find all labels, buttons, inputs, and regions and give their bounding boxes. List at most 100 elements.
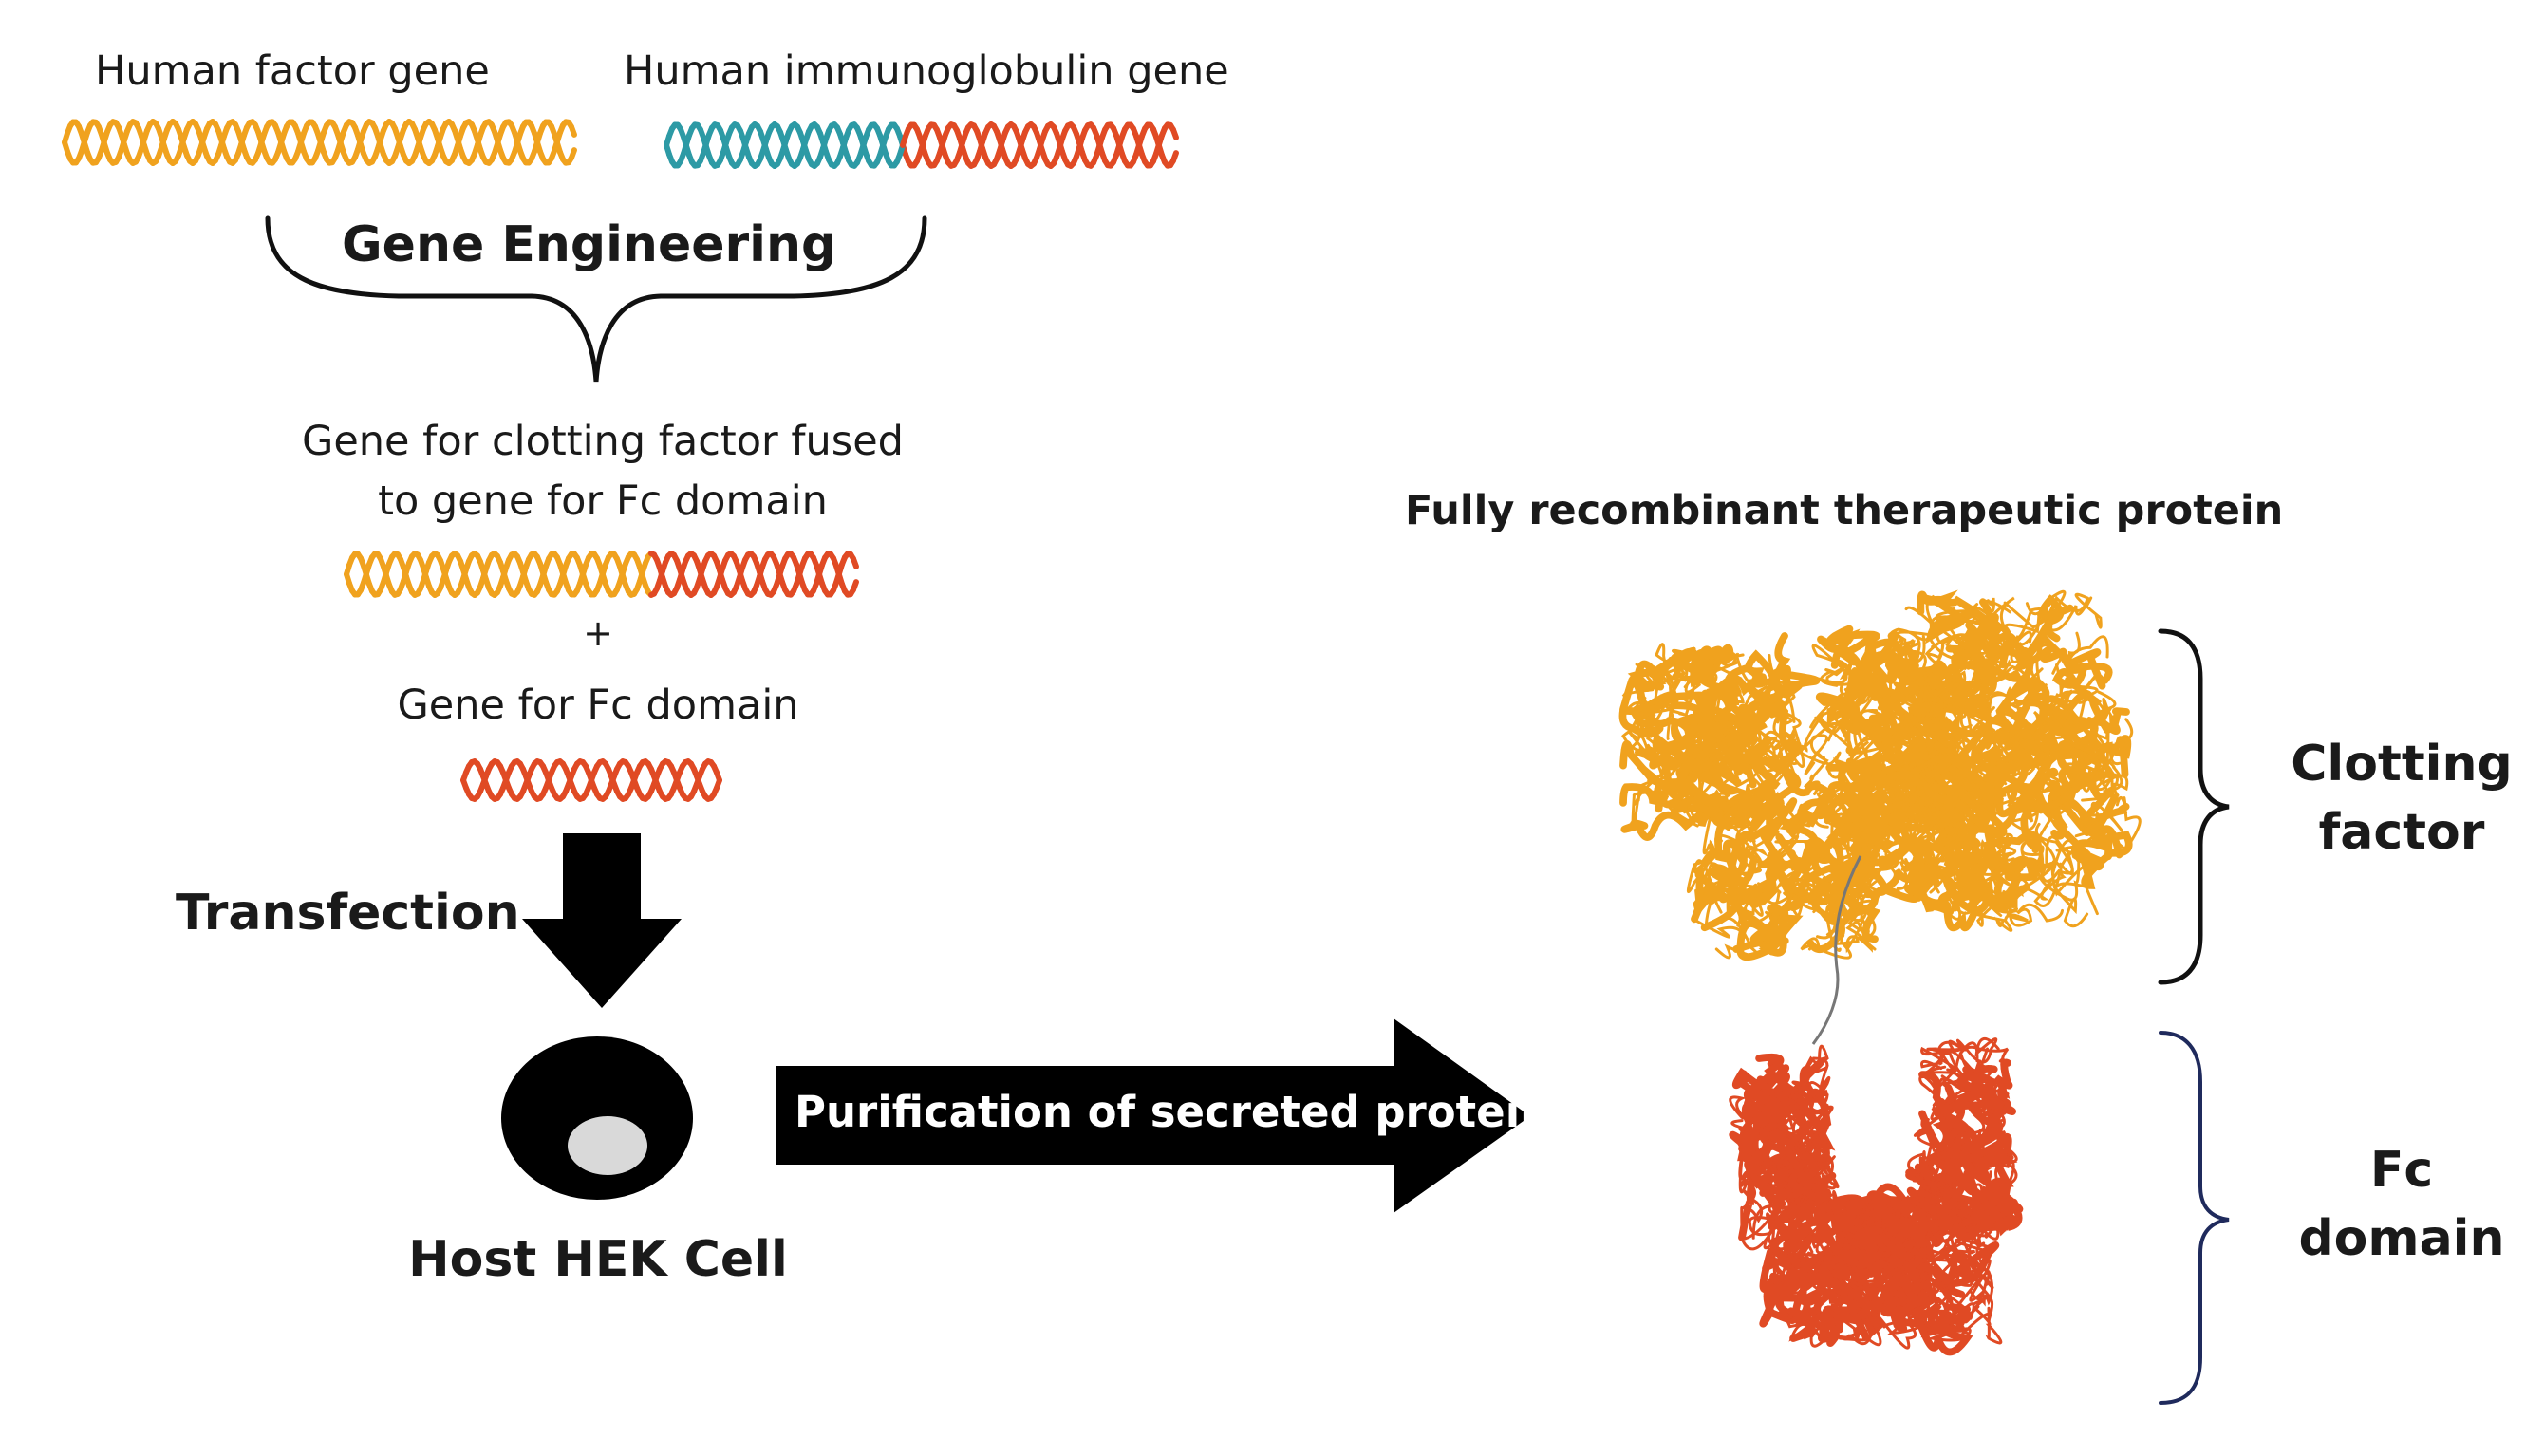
protein-ribbon [1910, 752, 1983, 793]
protein-ribbon [1901, 682, 1957, 737]
fc-gene-label: Gene for Fc domain [397, 681, 799, 729]
protein-ribbon [1931, 1096, 1995, 1164]
protein-ribbon [1834, 813, 1883, 849]
purification-label: Purification of secreted protein [795, 1087, 1551, 1137]
protein-ribbon [1955, 1045, 2010, 1088]
protein-ribbon [1910, 718, 1959, 786]
protein-ribbon [1862, 761, 1926, 805]
protein-ribbon [1781, 715, 1828, 775]
cell-nucleus [568, 1116, 647, 1175]
protein-ribbon [1907, 1143, 1953, 1189]
protein-ribbon [2083, 801, 2124, 832]
protein-ribbon [1620, 719, 1663, 782]
protein-title: Fully recombinant therapeutic protein [1405, 487, 2284, 534]
protein-ribbon [1830, 644, 1884, 751]
clotting-factor-label-line1: Clotting [2291, 736, 2513, 793]
helix-strand-segment [1170, 150, 1179, 164]
human-immunoglobulin-gene-helix [664, 121, 1179, 169]
protein-ribbon [2071, 743, 2119, 796]
protein-ribbon [1851, 772, 1885, 832]
human-factor-gene-helix [62, 119, 577, 166]
protein-ribbon [1804, 734, 1829, 795]
protein-ribbon [2011, 742, 2073, 814]
protein-ribbon [1775, 756, 1859, 833]
protein-ribbon [1949, 1175, 1986, 1224]
clotting-factor-label-line2: factor [2318, 804, 2485, 861]
protein-ribbon [1757, 859, 1802, 906]
protein-ribbon [1695, 863, 1753, 905]
protein-ribbon [1696, 645, 1731, 740]
plus-sign: + [583, 612, 613, 654]
fused-gene-label-line1: Gene for clotting factor fused [302, 418, 904, 465]
protein-ribbon [1951, 836, 1984, 912]
protein-ribbon [1859, 756, 1911, 789]
protein-ribbon [1965, 1193, 1997, 1237]
purification-arrow[interactable] [776, 1018, 1530, 1213]
protein-ribbon [1933, 1241, 1992, 1302]
protein-ribbon [1992, 727, 2025, 786]
fused-gene-helix [344, 551, 859, 598]
protein-ribbon [1938, 1243, 1994, 1294]
protein-ribbon [2030, 635, 2109, 684]
protein-ribbon [1809, 862, 1869, 914]
protein-ribbon [1835, 1197, 1905, 1252]
protein-ribbon [1886, 652, 1919, 696]
protein-ribbon [1799, 1245, 1841, 1306]
protein-ribbon [2037, 745, 2105, 815]
protein-ribbon [1759, 1121, 1828, 1202]
helix-strand-segment [851, 579, 859, 593]
protein-ribbon [1828, 1304, 1882, 1347]
helix-strand-segment [714, 777, 722, 792]
protein-ribbon [1759, 1247, 1797, 1328]
protein-ribbon [1830, 823, 1879, 935]
protein-ribbon [1890, 711, 1953, 771]
protein-ribbon [1835, 1233, 1884, 1283]
protein-ribbon [2075, 802, 2133, 889]
protein-ribbon [1972, 730, 2035, 768]
protein-ribbon [1811, 1044, 1831, 1096]
protein-ribbon [1918, 1110, 1961, 1152]
protein-ribbon [1736, 913, 1790, 961]
gene-engineering-brace [265, 215, 927, 383]
protein-ribbon [1881, 759, 1910, 837]
helix-strand-segment [569, 147, 577, 161]
protein-ribbon [1677, 793, 1730, 829]
protein-ribbon [1926, 1037, 2000, 1064]
protein-ribbon [2045, 828, 2109, 869]
human-immunoglobulin-gene-label: Human immunoglobulin gene [624, 47, 1229, 95]
protein-ribbon [1988, 681, 2024, 724]
protein-ribbon [1672, 716, 1738, 766]
protein-ribbon [1958, 1275, 1994, 1338]
protein-ribbon [1853, 1215, 1879, 1288]
protein-ribbon [1904, 595, 1987, 627]
protein-ribbon [1698, 652, 1770, 688]
fc-domain-label-line2: domain [2298, 1210, 2505, 1267]
linker-chain [1811, 855, 1862, 1045]
protein-ribbon [2089, 705, 2130, 748]
protein-ribbon [1691, 772, 1785, 828]
protein-ribbon [1933, 680, 1995, 757]
host-cell-label: Host HEK Cell [408, 1231, 788, 1288]
fc-domain-brace [2159, 1031, 2230, 1405]
protein-ribbon [1738, 1089, 1778, 1145]
protein-ribbon [2027, 671, 2082, 722]
protein-ribbon [1913, 1065, 1963, 1147]
gene-engineering-label: Gene Engineering [342, 216, 837, 273]
protein-ribbon [1863, 834, 1925, 896]
protein-ribbon [1959, 657, 1994, 729]
fc-gene-helix [460, 758, 722, 802]
helix-strand-segment [851, 555, 859, 569]
protein-ribbon [2038, 594, 2074, 643]
protein-ribbon [1752, 1148, 1778, 1185]
protein-ribbon [1971, 790, 2024, 875]
protein-ribbon [1979, 597, 2011, 614]
protein-ribbon [1994, 865, 2052, 932]
protein-ribbon [1779, 1248, 1804, 1302]
clotting-factor-brace [2158, 628, 2230, 985]
protein-ribbon [1727, 789, 1785, 885]
protein-ribbon [1977, 772, 2023, 808]
protein-ribbon [2008, 898, 2064, 927]
protein-ribbon [1721, 663, 1786, 725]
protein-ribbon [2072, 718, 2134, 793]
protein-ribbon [1920, 1120, 1947, 1203]
